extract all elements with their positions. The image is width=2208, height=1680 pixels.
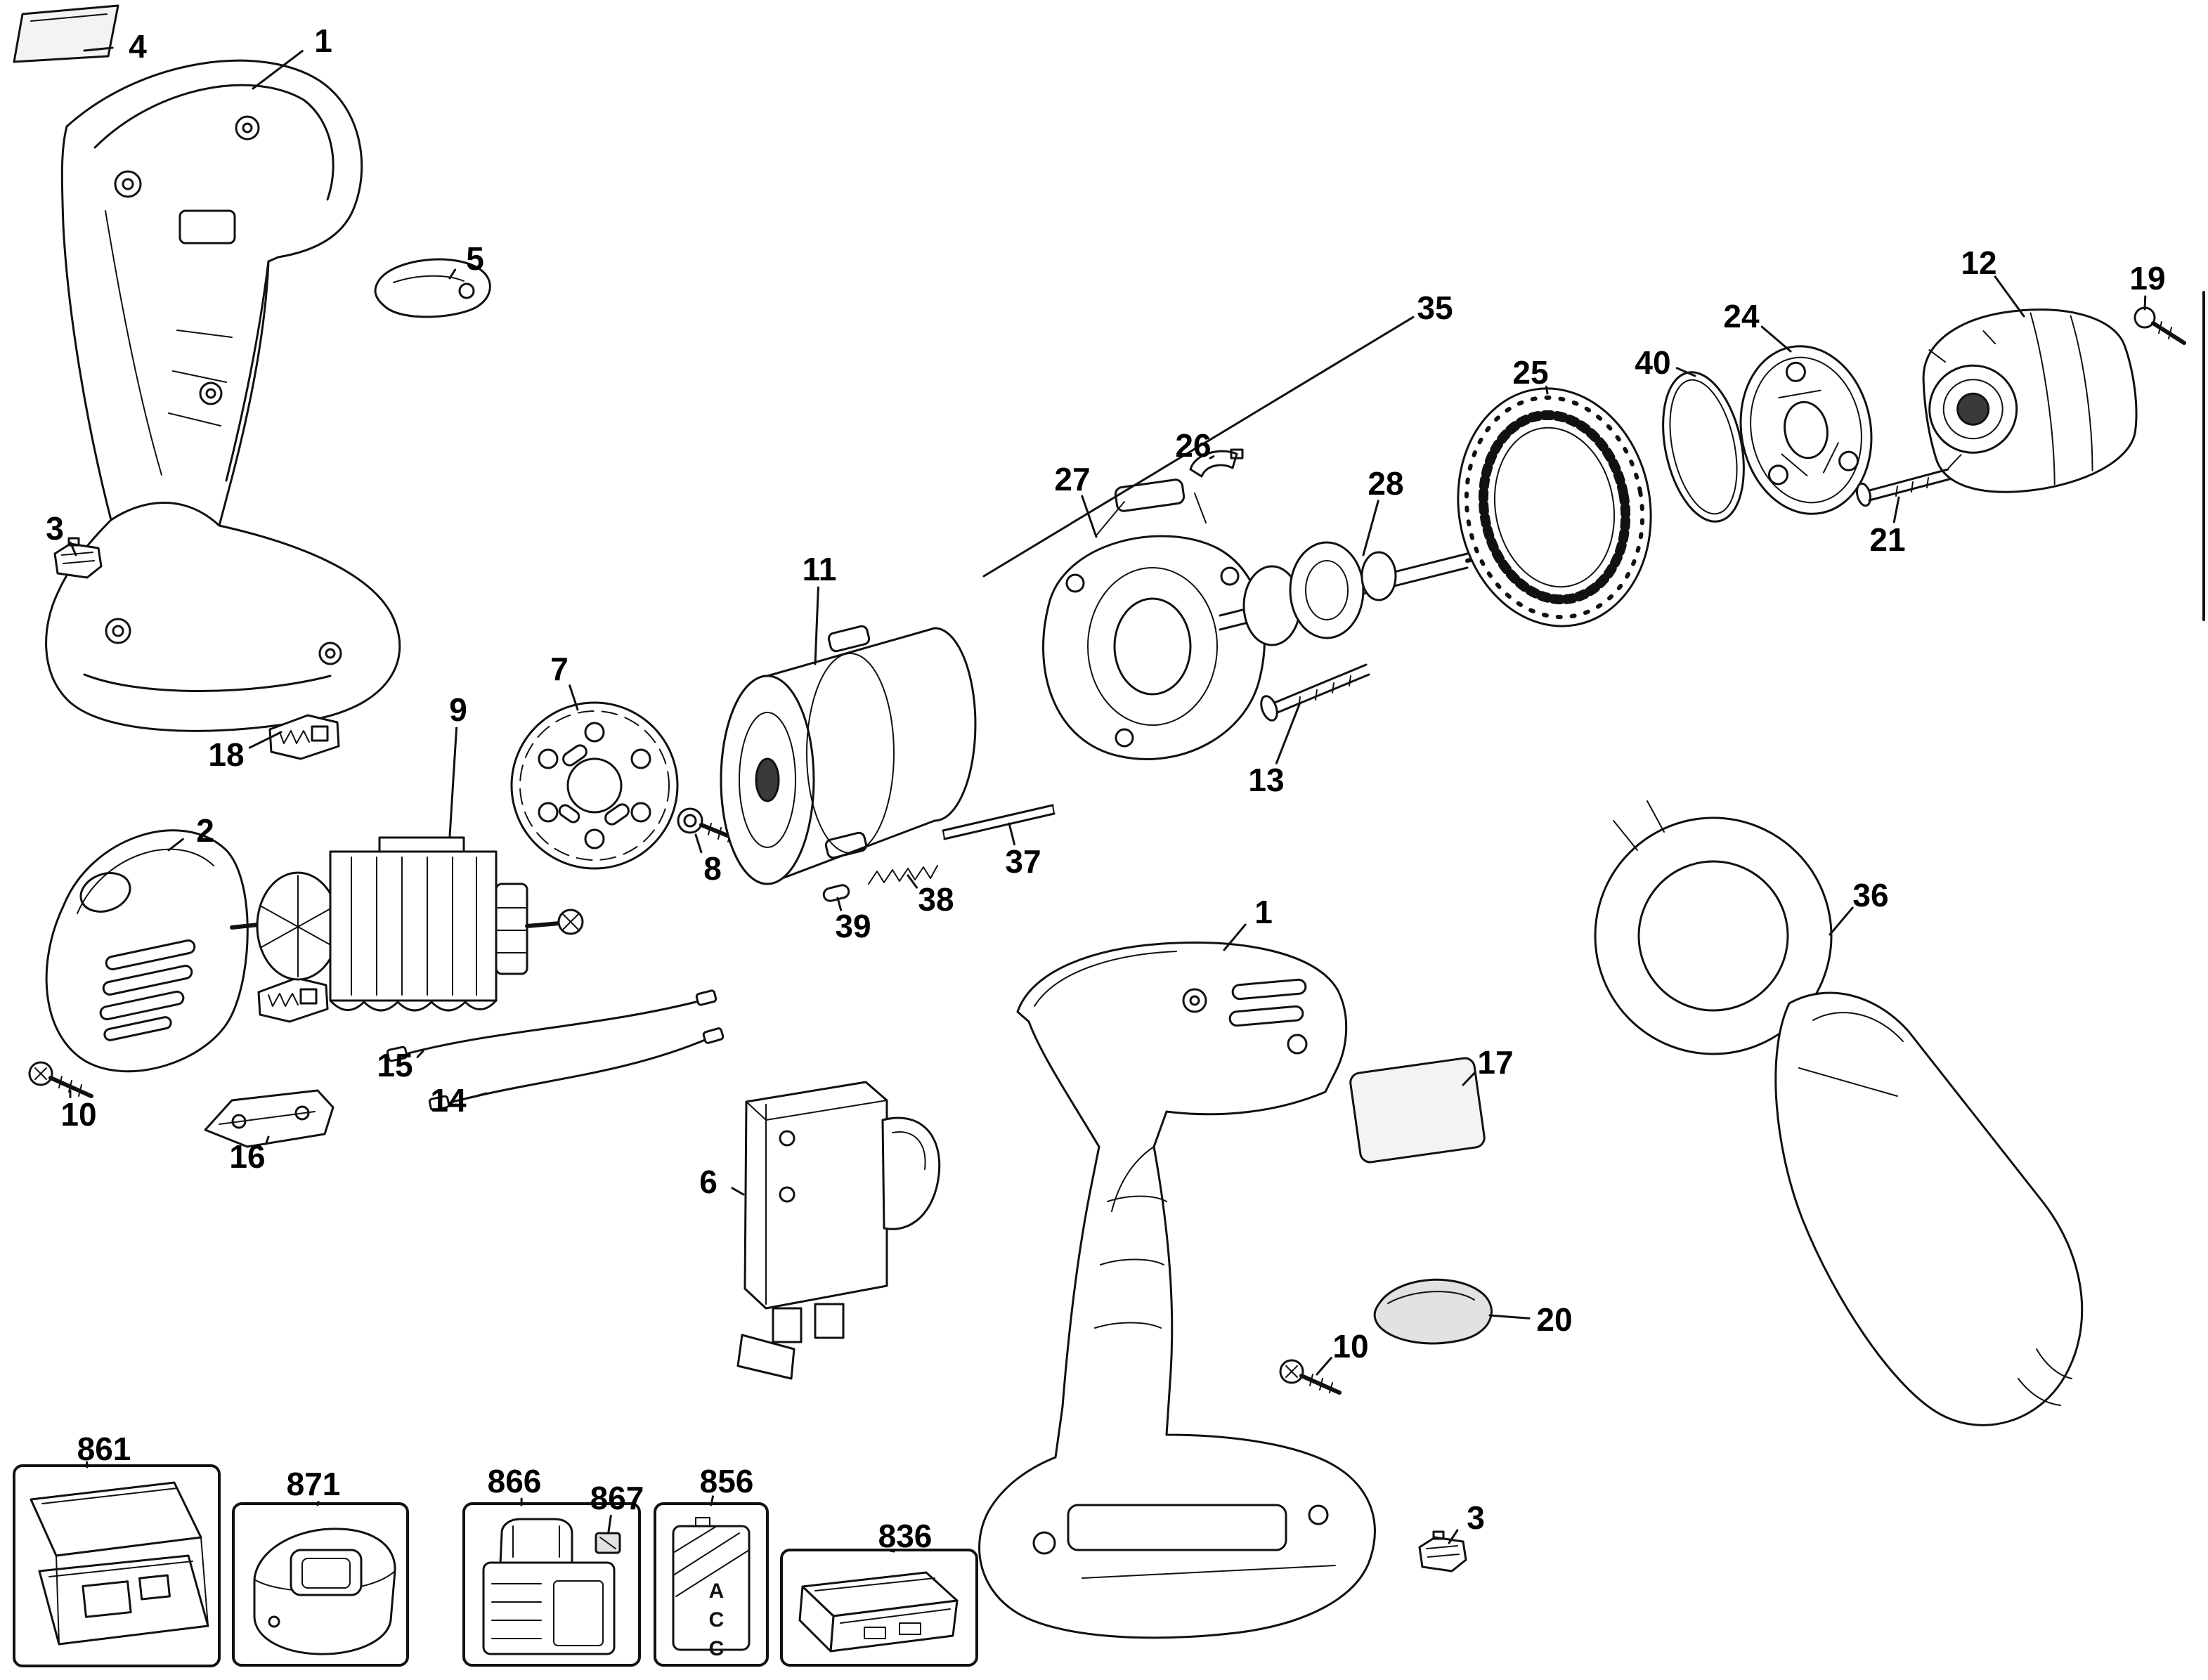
callout-line-11-14 — [814, 586, 819, 665]
screw-10-right — [1279, 1359, 1342, 1395]
motor-wire-15 — [386, 989, 717, 1062]
callout-line-17-30 — [1462, 1072, 1476, 1086]
screw-19 — [2134, 306, 2186, 345]
callout-line-6-31 — [731, 1187, 745, 1196]
callout-line-10-33 — [1316, 1357, 1332, 1376]
accessory-card-text: ACC — [705, 1580, 728, 1666]
end-cap — [45, 829, 249, 1073]
spring-clip-26 — [1189, 448, 1244, 478]
callout-line-16-29 — [264, 1135, 270, 1145]
retaining-clip-3-right — [1418, 1530, 1467, 1572]
clutch-plate-24 — [1739, 345, 1873, 515]
callout-line-2-19 — [167, 838, 184, 852]
side-handle-36 — [1594, 800, 2084, 1426]
brush-assembly-lower — [257, 977, 329, 1023]
callout-line-21-13 — [1892, 496, 1900, 523]
callout-line-28-12 — [1362, 500, 1379, 556]
callout-line-4-0 — [83, 46, 114, 52]
pin-39 — [822, 884, 850, 902]
battery-866 — [462, 1502, 641, 1667]
housing-right-half — [978, 942, 1376, 1639]
spindle-assembly — [1219, 541, 1498, 646]
callout-line-20-32 — [1488, 1314, 1531, 1320]
callout-line-867-37 — [607, 1514, 612, 1533]
chuck-12 — [1922, 308, 2138, 493]
spring-38 — [868, 865, 938, 885]
callout-line-18-17 — [248, 731, 283, 749]
gearbox-housing — [1042, 478, 1266, 760]
screw-21 — [1855, 468, 1951, 507]
callout-line-7-15 — [569, 684, 579, 711]
selector-lever — [374, 258, 491, 318]
charger-871 — [232, 1502, 409, 1667]
blank-label-17 — [1349, 1057, 1486, 1164]
callout-line-38-22 — [907, 874, 918, 889]
callout-line-856-38 — [710, 1495, 714, 1506]
callout-line-1-1 — [252, 50, 304, 90]
switch-assembly — [736, 1081, 941, 1380]
nameplate-label — [13, 4, 119, 63]
bumper-20 — [1373, 1278, 1493, 1345]
ring-gear — [1457, 387, 1652, 627]
callout-line-9-16 — [448, 727, 458, 838]
callout-line-40-9 — [1675, 367, 1696, 377]
callout-line-36-25 — [1829, 906, 1854, 936]
callout-line-13-18 — [1275, 701, 1301, 764]
bit-box-836 — [780, 1549, 978, 1667]
callout-line-3-3 — [69, 541, 77, 556]
o-ring-40 — [1662, 371, 1745, 523]
baffle-plate — [510, 701, 679, 870]
accessory-card-856 — [654, 1502, 769, 1667]
callout-line-35-6 — [982, 315, 1415, 578]
callout-line-37-21 — [1008, 822, 1015, 846]
callout-line-39-23 — [836, 897, 843, 911]
callout-line-5-2 — [448, 268, 457, 280]
callout-line-3-40 — [1448, 1529, 1459, 1544]
screw-10-left — [28, 1061, 93, 1098]
brush-assembly-upper — [268, 714, 340, 760]
pin-37 — [942, 804, 1056, 840]
motor-armature — [230, 836, 584, 1012]
brush-bracket — [204, 1089, 335, 1148]
callout-line-12-4 — [1994, 275, 2025, 318]
housing-left-half — [45, 59, 401, 732]
callout-line-14-28 — [472, 1092, 488, 1098]
callout-line-1-24 — [1223, 923, 1247, 951]
callout-line-15-27 — [416, 1050, 424, 1058]
retaining-clip-3 — [53, 537, 103, 579]
callout-line-24-7 — [1760, 325, 1792, 353]
callout-line-26-10 — [1209, 455, 1215, 460]
screw-13 — [1260, 663, 1370, 722]
callout-leader-lines — [69, 46, 2147, 1553]
callout-line-25-8 — [1545, 385, 1549, 395]
callout-line-27-11 — [1081, 495, 1098, 538]
contact-867 — [595, 1532, 621, 1554]
gear-case — [720, 625, 977, 885]
callout-line-8-20 — [694, 833, 703, 854]
kit-box-861 — [13, 1464, 221, 1667]
